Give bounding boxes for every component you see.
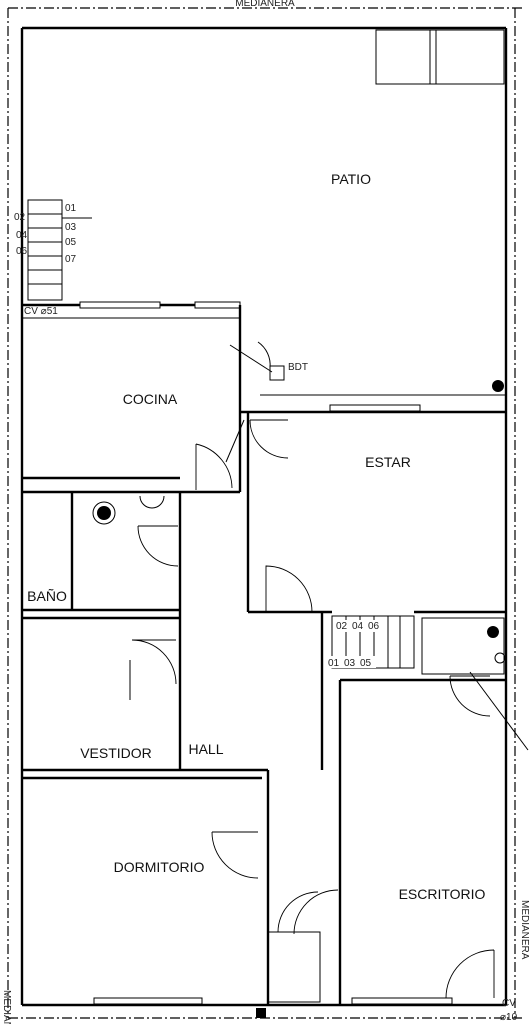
bdt-box bbox=[269, 365, 285, 381]
svg-text:03: 03 bbox=[344, 658, 356, 669]
svg-text:05: 05 bbox=[65, 237, 77, 248]
escritorio-window bbox=[351, 997, 453, 1005]
room-cocina: COCINA bbox=[123, 391, 178, 407]
svg-text:02: 02 bbox=[336, 621, 348, 632]
vestidor-door bbox=[131, 639, 177, 685]
hall-closet bbox=[267, 931, 321, 1003]
left-medianera-label: MEDIANERA bbox=[1, 990, 12, 1024]
room-estar: ESTAR bbox=[365, 454, 411, 470]
room-escritorio: ESCRITORIO bbox=[399, 886, 486, 902]
svg-text:01: 01 bbox=[328, 658, 340, 669]
escritorio-door-bottom bbox=[445, 949, 495, 999]
room-vestidor: VESTIDOR bbox=[80, 745, 152, 761]
dormitorio-door bbox=[211, 831, 259, 879]
svg-text:03: 03 bbox=[65, 222, 77, 233]
service-drain bbox=[487, 626, 499, 638]
top-medianera-label: MEDIANERA bbox=[235, 0, 295, 9]
svg-text:06: 06 bbox=[16, 246, 28, 257]
svg-text:05: 05 bbox=[360, 658, 372, 669]
bdt-label: BDT bbox=[288, 362, 308, 373]
svg-text:06: 06 bbox=[368, 621, 380, 632]
estar-door-bottom bbox=[265, 565, 313, 613]
bottom-box bbox=[256, 1008, 266, 1018]
room-bano: BAÑO bbox=[27, 588, 67, 604]
top-label-bg bbox=[200, 0, 330, 7]
service-room bbox=[421, 617, 505, 675]
right-medianera-label: MEDIANERA bbox=[519, 900, 530, 960]
escritorio-door-top bbox=[449, 675, 491, 717]
cv-bottom-label: CV bbox=[502, 998, 516, 1009]
cv-top-label: CV ⌀51 bbox=[24, 306, 58, 317]
estar-stairs: 02 04 06 01 03 05 bbox=[326, 615, 415, 669]
dormitorio-window bbox=[93, 997, 203, 1005]
cocina-window bbox=[79, 301, 161, 309]
cv-bottom-number: ⌀10 bbox=[500, 1012, 518, 1023]
svg-text:01: 01 bbox=[65, 203, 77, 214]
cocina-door bbox=[195, 443, 233, 490]
patio-stairs: 02 04 06 01 03 05 07 bbox=[14, 199, 92, 301]
bano-door bbox=[137, 525, 179, 567]
room-dormitorio: DORMITORIO bbox=[114, 859, 205, 875]
svg-text:02: 02 bbox=[14, 212, 26, 223]
estar-door-top bbox=[249, 419, 289, 459]
svg-text:04: 04 bbox=[16, 230, 28, 241]
bano-sink bbox=[139, 495, 165, 509]
room-patio: PATIO bbox=[331, 171, 371, 187]
bano-drain bbox=[97, 506, 111, 520]
patio-shed bbox=[375, 29, 505, 85]
svg-text:04: 04 bbox=[352, 621, 364, 632]
patio-drain bbox=[492, 380, 504, 392]
estar-window bbox=[329, 404, 421, 412]
room-hall: HALL bbox=[188, 741, 223, 757]
svg-text:07: 07 bbox=[65, 254, 77, 265]
